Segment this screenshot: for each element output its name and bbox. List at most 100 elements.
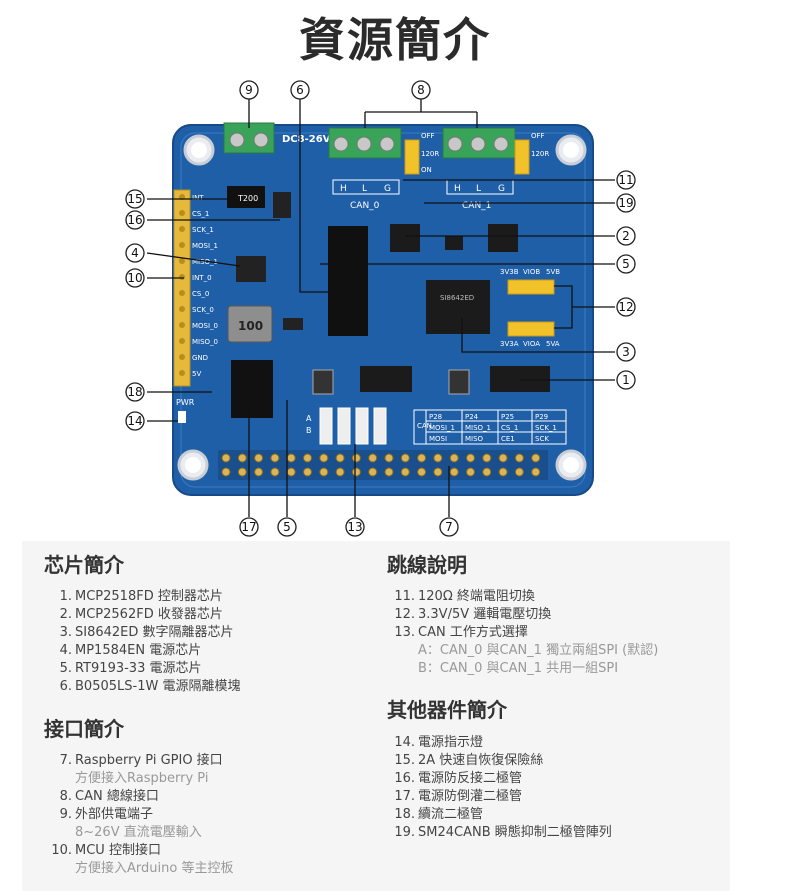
list-number: 19. <box>394 825 415 840</box>
callout-number: 18 <box>127 385 142 399</box>
list-number: 18. <box>394 807 415 822</box>
list-text: 3.3V/5V 邏輯電壓切換 <box>418 607 552 622</box>
list-number: 8. <box>59 789 72 804</box>
callout-number: 5 <box>283 520 291 534</box>
callout-number: 14 <box>127 414 142 428</box>
pin-label: MOSI_1 <box>192 242 218 250</box>
chip-item: 1.MCP2518FD 控制器芯片 <box>44 588 240 606</box>
svg-text:T200: T200 <box>237 194 258 203</box>
jumper-option: A：CAN_0 與CAN_1 獨立兩組SPI (默認) <box>418 643 659 658</box>
pin-label: SCK_1 <box>192 226 214 234</box>
callout-number: 12 <box>618 300 633 314</box>
callout-circle <box>616 370 636 390</box>
pin-map-cell: MOSI_1 <box>429 424 455 432</box>
jumper-section-title: 跳線說明 <box>387 553 467 577</box>
list-text: 續流二極管 <box>418 807 484 822</box>
pin-label: CS_0 <box>192 290 209 298</box>
svg-text:H: H <box>340 184 347 194</box>
pin-map-cell: P25 <box>501 413 514 421</box>
callout-number: 1 <box>622 373 630 387</box>
list-text: RT9193-33 電源芯片 <box>75 661 202 676</box>
pin-label: CS_1 <box>192 210 209 218</box>
svg-text:120R: 120R <box>531 150 549 158</box>
list-text: SM24CANB 瞬態抑制二極管陣列 <box>418 825 612 840</box>
list-text: 2A 快速自恢復保險絲 <box>418 753 544 768</box>
svg-text:3V3A: 3V3A <box>500 340 519 348</box>
list-number: 7. <box>59 753 72 768</box>
callout-number: 2 <box>622 229 630 243</box>
callout-number: 5 <box>622 257 630 271</box>
pin-label: MISO_1 <box>192 258 218 266</box>
callout-number: 19 <box>618 196 633 210</box>
list-number: 16. <box>394 771 415 786</box>
other-section-title: 其他器件簡介 <box>387 698 507 722</box>
callout-circle <box>439 517 459 537</box>
list-number: 10. <box>51 843 72 858</box>
callout-circle <box>125 243 145 263</box>
callout-number: 8 <box>417 83 425 97</box>
svg-text:B: B <box>306 426 312 435</box>
callout-circle <box>345 517 365 537</box>
list-text: MCP2562FD 收發器芯片 <box>75 607 223 622</box>
pin-label: INT_0 <box>192 274 212 282</box>
svg-text:5VB: 5VB <box>546 268 560 276</box>
can-vertical-label: CAN <box>417 422 432 430</box>
svg-text:L: L <box>476 184 481 194</box>
other-item: 14.電源指示燈 <box>387 734 612 752</box>
list-text: 電源防反接二極管 <box>418 771 523 786</box>
pin-map-cell: CS_1 <box>501 424 518 432</box>
svg-text:CAN_1: CAN_1 <box>462 201 491 211</box>
callout-number: 3 <box>622 345 630 359</box>
list-subtext: 方便接入Raspberry Pi <box>75 771 209 786</box>
list-subtext: 方便接入Arduino 等主控板 <box>75 861 234 876</box>
svg-text:PWR: PWR <box>176 398 195 407</box>
list-text: 120Ω 終端電阻切換 <box>418 589 535 604</box>
callout-number: 11 <box>618 173 633 187</box>
isolation-module <box>328 226 368 336</box>
pin-map-cell: MOSI <box>429 435 447 443</box>
svg-text:120R: 120R <box>421 150 439 158</box>
callout-circle <box>290 80 310 100</box>
chip-item: 6.B0505LS-1W 電源隔離模塊 <box>44 678 241 696</box>
callout-circle <box>616 297 636 317</box>
isolator-chip <box>426 280 490 334</box>
callout-circle <box>125 268 145 288</box>
list-number: 15. <box>394 753 415 768</box>
pin-map-cell: CE1 <box>501 435 515 443</box>
callout-number: 6 <box>296 83 304 97</box>
list-text: MCP2518FD 控制器芯片 <box>75 589 223 604</box>
jumper-item: 12.3.3V/5V 邏輯電壓切換 <box>387 606 658 624</box>
pin-map-cell: SCK <box>535 435 549 443</box>
svg-text:CAN_0: CAN_0 <box>350 201 380 211</box>
jumper-item: 13.CAN 工作方式選擇 <box>387 624 658 642</box>
list-number: 5. <box>59 661 72 676</box>
list-text: CAN 總線接口 <box>75 789 159 804</box>
callout-circle <box>125 382 145 402</box>
list-text: Raspberry Pi GPIO 接口 <box>75 753 223 768</box>
chip-item: 4.MP1584EN 電源芯片 <box>44 642 240 660</box>
list-number: 17. <box>394 789 415 804</box>
list-text: MCU 控制接口 <box>75 843 161 858</box>
svg-text:L: L <box>362 184 367 194</box>
list-text: 電源指示燈 <box>418 735 484 750</box>
list-number: 2. <box>59 607 72 622</box>
other-item: 19.SM24CANB 瞬態抑制二極管陣列 <box>387 824 612 842</box>
interface-item: 9.外部供電端子 <box>44 806 233 824</box>
pin-map-cell: P24 <box>465 413 479 421</box>
svg-text:A: A <box>306 414 312 423</box>
interface-section-title: 接口簡介 <box>44 717 124 741</box>
list-text: CAN 工作方式選擇 <box>418 625 528 640</box>
svg-text:OFF: OFF <box>531 132 545 140</box>
svg-text:100: 100 <box>238 319 263 333</box>
pin-label: 5V <box>192 370 201 378</box>
list-text: SI8642ED 數字隔離器芯片 <box>75 625 234 640</box>
list-number: 13. <box>394 625 415 640</box>
interface-item: 8.CAN 總線接口 <box>44 788 233 806</box>
pin-label: MISO_0 <box>192 338 218 346</box>
pin-map-cell: MISO_1 <box>465 424 491 432</box>
callout-number: 13 <box>347 520 362 534</box>
svg-text:OFF: OFF <box>421 132 435 140</box>
